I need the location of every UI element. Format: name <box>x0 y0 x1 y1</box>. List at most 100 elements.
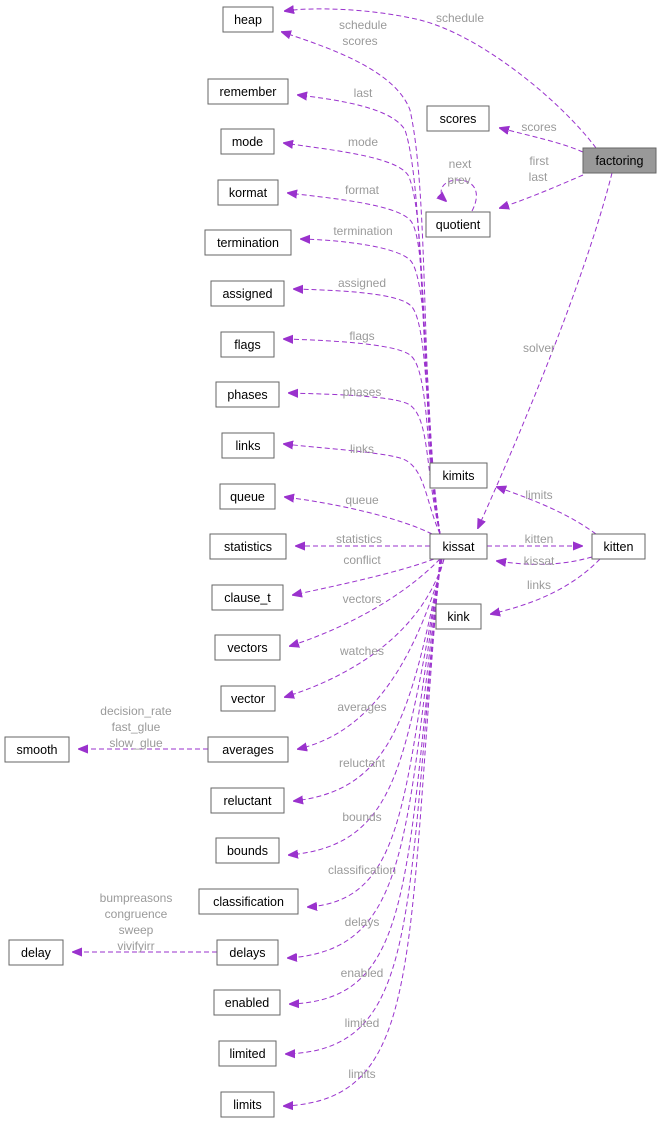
node-kitten[interactable]: kitten <box>591 533 646 560</box>
node-limited[interactable]: limited <box>218 1040 277 1067</box>
node-delay[interactable]: delay <box>8 939 64 966</box>
edge-label: last <box>529 170 548 184</box>
edge-line <box>298 558 445 749</box>
node-box <box>219 483 276 510</box>
node-label: kimits <box>443 469 475 483</box>
edge-label: conflict <box>343 553 381 567</box>
edge-kissat-remember: last <box>298 86 441 535</box>
node-label: delay <box>21 946 52 960</box>
edge-kissat-termination: termination <box>301 224 441 535</box>
edge-line <box>284 143 441 535</box>
node-quotient[interactable]: quotient <box>425 211 491 238</box>
node-box <box>210 280 285 307</box>
node-label: scores <box>440 112 477 126</box>
node-phases[interactable]: phases <box>215 381 280 408</box>
edge-kissat-links: links <box>284 442 441 535</box>
node-bounds[interactable]: bounds <box>215 837 280 864</box>
edge-label: prev <box>447 173 470 187</box>
node-label: links <box>235 439 260 453</box>
node-label: vectors <box>227 641 267 655</box>
edge-label: slow_glue <box>109 736 163 750</box>
node-vector[interactable]: vector <box>220 685 276 712</box>
edge-label: classification <box>328 863 396 877</box>
node-kormat[interactable]: kormat <box>217 179 279 206</box>
edge-line <box>500 174 584 208</box>
edge-label: phases <box>343 385 382 399</box>
node-smooth[interactable]: smooth <box>4 736 70 763</box>
node-label: quotient <box>436 218 481 232</box>
node-remember[interactable]: remember <box>207 78 289 105</box>
edge-kissat-vector: watches <box>285 558 445 697</box>
edge-label: queue <box>345 493 379 507</box>
node-box <box>4 736 70 763</box>
edge-kitten-kimits: limits <box>497 487 597 535</box>
node-vectors[interactable]: vectors <box>214 634 281 661</box>
edge-kissat-queue: queue <box>285 493 433 535</box>
node-links[interactable]: links <box>221 432 275 459</box>
edge-kissat-clause-t: conflict <box>293 553 435 595</box>
edge-label: links <box>350 442 374 456</box>
node-box <box>425 211 491 238</box>
node-label: mode <box>232 135 263 149</box>
node-label: heap <box>234 13 262 27</box>
edge-label: vectors <box>343 592 382 606</box>
node-heap[interactable]: heap <box>222 6 274 33</box>
node-label: flags <box>234 338 260 352</box>
node-box <box>426 105 490 132</box>
edge-label: reluctant <box>339 756 386 770</box>
node-enabled[interactable]: enabled <box>213 989 281 1016</box>
node-label: delays <box>229 946 265 960</box>
node-label: averages <box>222 743 273 757</box>
edge-kissat-phases: phases <box>289 385 441 535</box>
node-label: smooth <box>17 743 58 757</box>
node-clause-t[interactable]: clause_t <box>211 584 284 611</box>
node-reluctant[interactable]: reluctant <box>210 787 285 814</box>
edge-label: links <box>527 578 551 592</box>
node-label: limited <box>229 1047 265 1061</box>
edge-kissat-limited: limited <box>286 558 441 1054</box>
edge-line <box>289 393 441 535</box>
edge-kissat-reluctant: reluctant <box>294 558 443 801</box>
node-label: kink <box>447 610 470 624</box>
node-mode[interactable]: mode <box>220 128 275 155</box>
node-assigned[interactable]: assigned <box>210 280 285 307</box>
node-label: remember <box>220 85 277 99</box>
node-box <box>220 1091 275 1118</box>
edge-label: statistics <box>336 532 382 546</box>
node-box <box>435 603 482 630</box>
node-classification[interactable]: classification <box>198 888 299 915</box>
node-flags[interactable]: flags <box>220 331 275 358</box>
edge-label: decision_rate <box>100 704 172 718</box>
node-delays[interactable]: delays <box>216 939 279 966</box>
edge-label: schedule <box>436 11 484 25</box>
node-kink[interactable]: kink <box>435 603 482 630</box>
node-factoring[interactable]: factoring <box>582 147 657 174</box>
edge-label: solver <box>523 341 555 355</box>
edge-kissat-mode: mode <box>284 135 441 535</box>
node-box <box>210 787 285 814</box>
node-termination[interactable]: termination <box>204 229 292 256</box>
node-queue[interactable]: queue <box>219 483 276 510</box>
node-box <box>8 939 64 966</box>
edge-line <box>301 239 441 535</box>
node-box <box>207 78 289 105</box>
node-scores[interactable]: scores <box>426 105 490 132</box>
node-kimits[interactable]: kimits <box>429 462 488 489</box>
node-averages[interactable]: averages <box>207 736 289 763</box>
edge-kitten-kink: links <box>491 558 601 614</box>
node-statistics[interactable]: statistics <box>209 533 287 560</box>
edge-kissat-delays: delays <box>288 558 442 958</box>
edge-label: bounds <box>342 810 381 824</box>
node-label: phases <box>227 388 267 402</box>
edge-line <box>500 128 584 153</box>
node-limits[interactable]: limits <box>220 1091 275 1118</box>
edge-label: vivifyirr <box>117 939 154 953</box>
edge-label: assigned <box>338 276 386 290</box>
edge-line <box>290 558 442 1004</box>
node-box <box>215 837 280 864</box>
node-kissat[interactable]: kissat <box>429 533 488 560</box>
node-label: termination <box>217 236 279 250</box>
edge-label: limits <box>525 488 552 502</box>
node-label: classification <box>213 895 284 909</box>
